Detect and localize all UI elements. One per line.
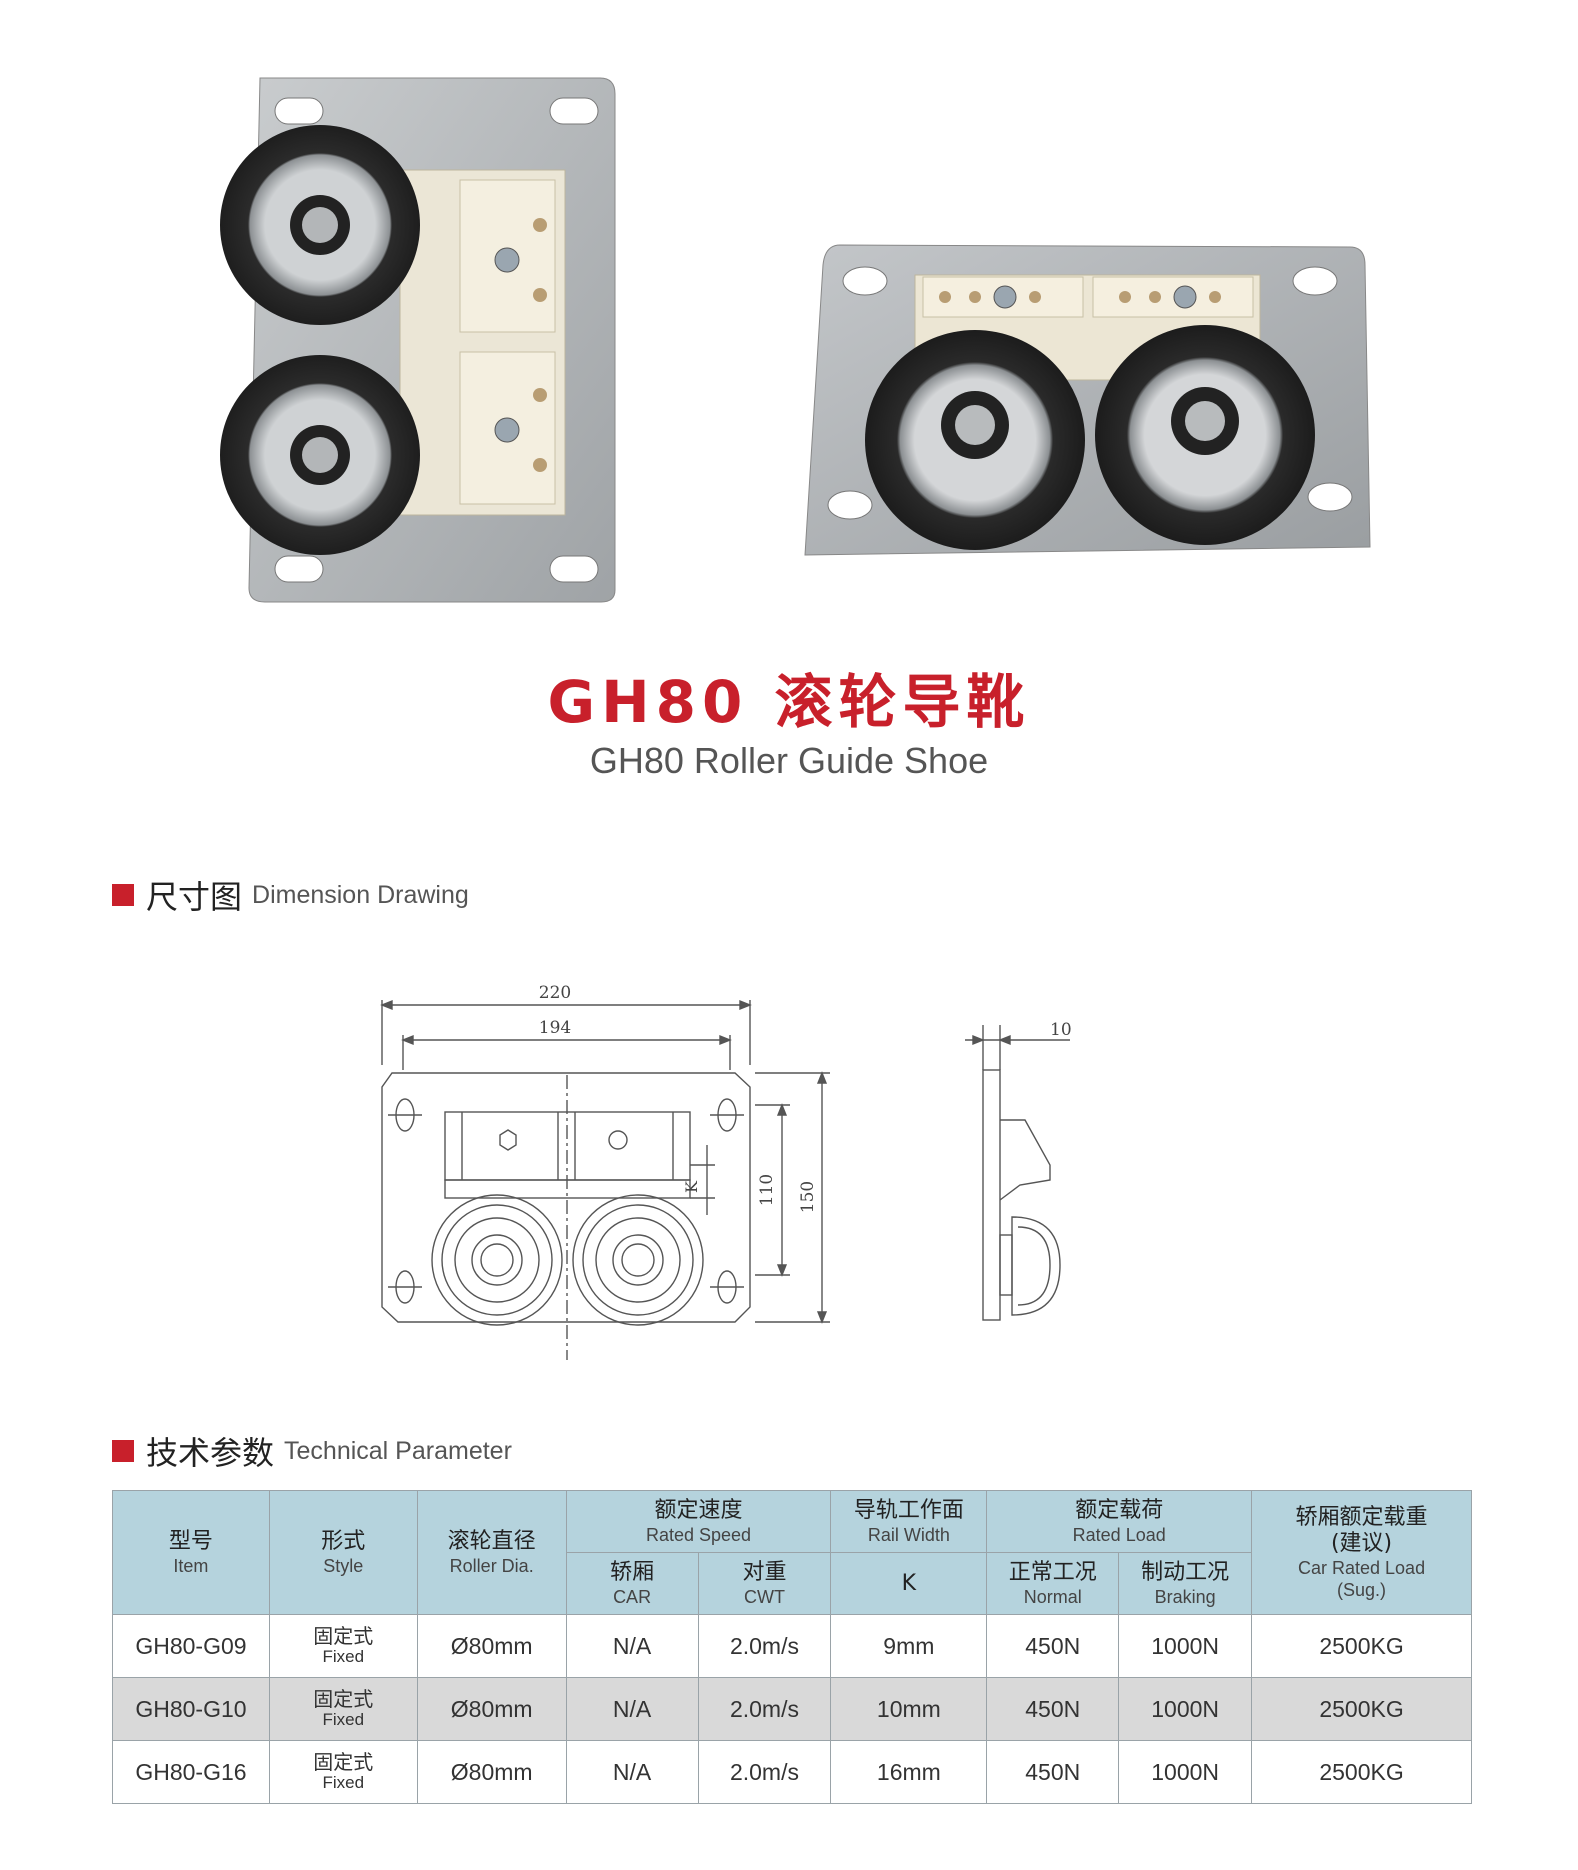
cell-item: GH80-G16 <box>112 1740 270 1804</box>
cell-car-load: 2500KG <box>1251 1677 1472 1741</box>
cell-k: 10mm <box>830 1677 988 1741</box>
cell-cwt: 2.0m/s <box>697 1677 832 1741</box>
cell-car: N/A <box>565 1677 699 1741</box>
cell-braking: 1000N <box>1118 1677 1253 1741</box>
section-title-cn: 技术参数 <box>146 1434 275 1472</box>
product-title-en: GH80 Roller Guide Shoe <box>589 740 989 781</box>
cell-braking: 1000N <box>1118 1740 1253 1804</box>
cell-item: GH80-G09 <box>112 1614 270 1678</box>
dim-194-label: 194 <box>539 1018 571 1038</box>
dim-10-label: 10 <box>1050 1020 1072 1040</box>
cell-roller: Ø80mm <box>416 1740 567 1804</box>
product-title-cn: GH80 滚轮导靴 <box>547 668 1031 736</box>
cell-car: N/A <box>565 1614 699 1678</box>
section-title-en: Technical Parameter <box>284 1436 512 1465</box>
dim-110-label: 110 <box>757 1174 777 1206</box>
dimension-drawing: 220 194 K 110 150 10 <box>380 985 1072 1360</box>
section-technical-parameter: 技术参数 Technical Parameter <box>112 1428 512 1474</box>
dim-150-label: 150 <box>798 1181 818 1213</box>
cell-car-load: 2500KG <box>1251 1614 1472 1678</box>
cell-roller: Ø80mm <box>416 1677 567 1741</box>
product-photo-front <box>220 77 616 603</box>
section-marker-icon <box>112 884 134 906</box>
cell-normal: 450N <box>986 1677 1120 1741</box>
dim-k-label: K <box>682 1180 701 1193</box>
cell-normal: 450N <box>986 1740 1120 1804</box>
section-dimension-drawing: 尺寸图 Dimension Drawing <box>112 872 469 918</box>
header-car-rated-load: 轿厢额定载重(建议) Car Rated Load(Sug.) <box>1251 1490 1472 1615</box>
cell-cwt: 2.0m/s <box>697 1614 832 1678</box>
section-title-en: Dimension Drawing <box>252 880 469 909</box>
cell-item: GH80-G10 <box>112 1677 270 1741</box>
cell-car-load: 2500KG <box>1251 1740 1472 1804</box>
cell-k: 16mm <box>830 1740 988 1804</box>
dim-220-label: 220 <box>539 985 571 1003</box>
section-title-cn: 尺寸图 <box>146 878 243 916</box>
product-photo-angled <box>804 244 1371 556</box>
cell-k: 9mm <box>830 1614 988 1678</box>
header-k: K <box>830 1552 988 1615</box>
cell-car: N/A <box>565 1740 699 1804</box>
cell-braking: 1000N <box>1118 1614 1253 1678</box>
cell-normal: 450N <box>986 1614 1120 1678</box>
cell-cwt: 2.0m/s <box>697 1740 832 1804</box>
cell-roller: Ø80mm <box>416 1614 567 1678</box>
section-marker-icon <box>112 1440 134 1462</box>
